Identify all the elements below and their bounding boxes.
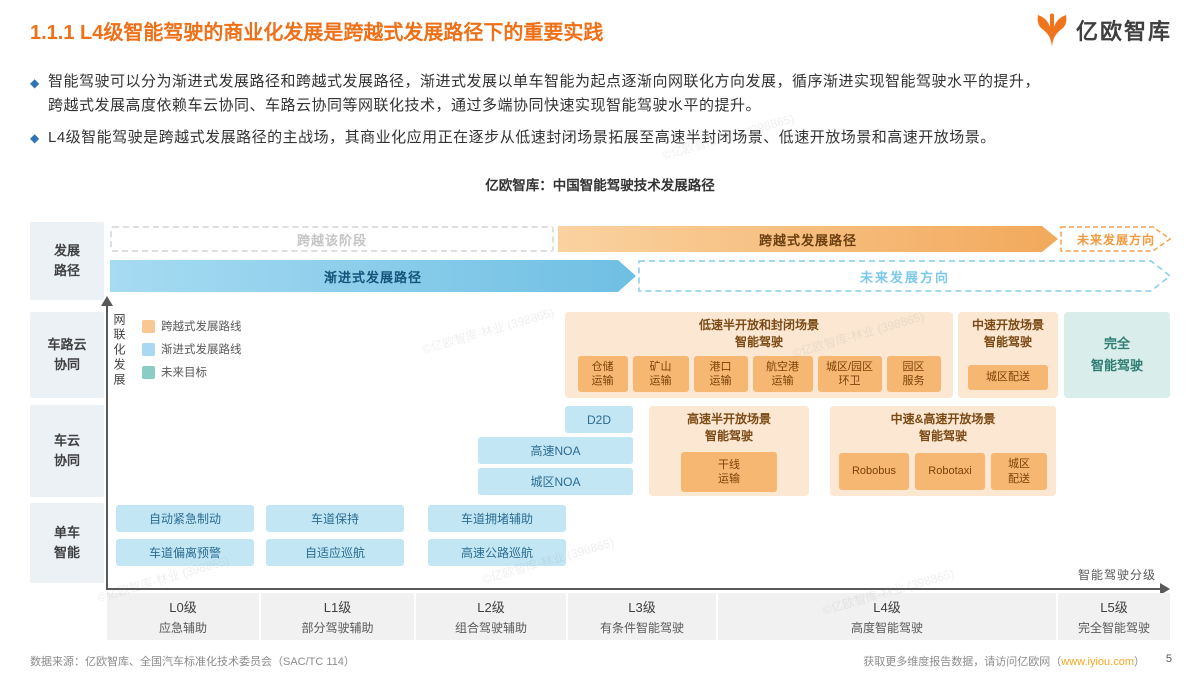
level-l0: L0级 应急辅助	[107, 593, 259, 640]
leap-future-label: 未来发展方向	[1076, 232, 1155, 247]
scenario-warehouse-transport: 仓储 运输	[577, 356, 628, 392]
d2d-box: D2D	[565, 406, 633, 433]
scenario-park-service: 园区 服务	[886, 356, 941, 392]
legend-swatch-gradual	[142, 342, 155, 356]
y-axis-label: 网联化发展	[112, 313, 126, 388]
x-axis-arrow-icon	[1160, 583, 1170, 595]
group-items: Robobus Robotaxi 城区 配送	[836, 453, 1050, 490]
level-desc: 应急辅助	[158, 621, 207, 635]
legend-label: 渐进式发展路线	[161, 344, 242, 356]
page-number: 5	[1165, 653, 1172, 665]
page-title: 1.1.1 L4级智能驾驶的商业化发展是跨越式发展路径下的重要实践	[30, 22, 604, 44]
scenario-robotaxi: Robotaxi	[915, 453, 985, 490]
level-desc: 有条件智能驾驶	[599, 621, 684, 635]
row-label-development-path: 发展 路径	[30, 222, 104, 300]
footer-link[interactable]: www.iyiou.com	[1061, 656, 1134, 668]
scenario-urban-park-sanitation: 城区/园区 环卫	[817, 356, 882, 392]
legend-label: 跨越式发展路线	[161, 321, 242, 333]
skip-stage-box: 跨越该阶段	[110, 226, 554, 252]
hwa-box: 高速公路巡航	[428, 539, 566, 566]
bullet-diamond-icon: ◆	[30, 76, 40, 90]
city-noa-box: 城区NOA	[478, 468, 633, 495]
scenario-robobus: Robobus	[839, 453, 909, 490]
footer-more: 获取更多维度报告数据，请访问亿欧网（www.iyiou.com）	[863, 653, 1145, 669]
tja-box: 车道拥堵辅助	[428, 505, 566, 532]
acc-box: 自适应巡航	[266, 539, 404, 566]
legend: 跨越式发展路线 渐进式发展路线 未来目标	[142, 318, 242, 387]
eo-logo-icon	[1037, 13, 1067, 47]
footer-more-text: 获取更多维度报告数据，请访问亿欧网（	[863, 656, 1062, 668]
level-l3: L3级 有条件智能驾驶	[568, 593, 716, 640]
legend-item-future: 未来目标	[142, 364, 242, 380]
row-label-vehicle-cloud: 车云 协同	[30, 405, 104, 497]
level-desc: 部分驾驶辅助	[301, 621, 374, 635]
scenario-port-transport: 港口 运输	[693, 356, 748, 392]
level-name: L3级	[628, 600, 656, 615]
watermark: ©亿欧智库-林业 (398865)	[420, 305, 556, 357]
legend-item-gradual: 渐进式发展路线	[142, 341, 242, 357]
bullet-diamond-icon: ◆	[30, 131, 40, 145]
legend-label: 未来目标	[161, 367, 207, 379]
lka-box: 车道保持	[266, 505, 404, 532]
group-low-speed-closed: 低速半开放和封闭场景 智能驾驶 仓储 运输 矿山 运输 港口 运输 航空港 运输…	[565, 312, 953, 398]
box-full-autonomy: 完全 智能驾驶	[1064, 312, 1170, 398]
row-label-single-vehicle: 单车 智能	[30, 503, 104, 583]
scenario-mine-transport: 矿山 运输	[632, 356, 689, 392]
logo: 亿欧智库	[1035, 12, 1172, 48]
dashed-arrow-outline	[1060, 226, 1172, 252]
legend-item-leap: 跨越式发展路线	[142, 318, 242, 334]
bullet-text-2: L4级智能驾驶是跨越式发展路径的主战场，其商业化应用正在逐步从低速封闭场景拓展至…	[48, 129, 996, 146]
group-mid-speed-open: 中速开放场景 智能驾驶 城区配送	[958, 312, 1058, 398]
chart-title: 亿欧智库：中国智能驾驶技术发展路径	[485, 178, 715, 193]
gradual-future-label: 未来发展方向	[859, 269, 950, 285]
group-mid-high-open: 中速&高速开放场景 智能驾驶 Robobus Robotaxi 城区 配送	[830, 406, 1056, 496]
highway-noa-box: 高速NOA	[478, 437, 633, 464]
level-l1: L1级 部分驾驶辅助	[261, 593, 414, 640]
group-title: 高速半开放场景 智能驾驶	[686, 412, 771, 443]
gradual-future-arrow: 未来发展方向	[638, 260, 1172, 292]
level-l4: L4级 高度智能驾驶	[718, 593, 1056, 640]
gradual-path-arrow: 渐进式发展路径	[110, 260, 636, 292]
ldw-box: 车道偏离预警	[116, 539, 254, 566]
group-title: 低速半开放和封闭场景 智能驾驶	[698, 318, 819, 349]
row-label-vehicle-road-cloud: 车路云 协同	[30, 312, 104, 398]
leap-future-arrow: 未来发展方向	[1060, 226, 1172, 252]
legend-swatch-leap	[142, 319, 155, 333]
group-title: 中速开放场景 智能驾驶	[971, 318, 1044, 349]
y-axis-line	[106, 306, 108, 589]
bullet-text-1: 智能驾驶可以分为渐进式发展路径和跨越式发展路径，渐进式发展以单车智能为起点逐渐向…	[48, 73, 1041, 114]
level-desc: 完全智能驾驶	[1077, 621, 1150, 635]
leap-path-arrow: 跨越式发展路径	[558, 226, 1058, 252]
level-l2: L2级 组合驾驶辅助	[416, 593, 566, 640]
group-highway-semi-open: 高速半开放场景 智能驾驶 干线 运输	[649, 406, 809, 496]
level-name: L2级	[477, 600, 505, 615]
footer-source: 数据来源：亿欧智库、全国汽车标准化技术委员会（SAC/TC 114）	[30, 656, 355, 668]
logo-text: 亿欧智库	[1075, 19, 1172, 44]
level-name: L5级	[1100, 600, 1128, 615]
level-name: L1级	[323, 600, 352, 615]
scenario-airport-transport: 航空港 运输	[752, 356, 813, 392]
scenario-urban-delivery: 城区 配送	[991, 453, 1047, 490]
x-axis-label: 智能驾驶分级	[1078, 568, 1157, 582]
scenario-trunk-transport: 干线 运输	[681, 452, 777, 492]
level-name: L0级	[169, 600, 197, 615]
group-items: 仓储 运输 矿山 运输 港口 运输 航空港 运输 城区/园区 环卫 园区 服务	[570, 356, 948, 392]
aeb-box: 自动紧急制动	[116, 505, 254, 532]
level-desc: 高度智能驾驶	[850, 621, 923, 635]
scenario-urban-delivery: 城区配送	[968, 365, 1048, 390]
level-l5: L5级 完全智能驾驶	[1058, 593, 1170, 640]
legend-swatch-future	[142, 365, 155, 379]
level-name: L4级	[873, 600, 901, 615]
y-axis-arrow-icon	[101, 296, 113, 306]
x-axis-line	[106, 588, 1164, 590]
group-title: 中速&高速开放场景 智能驾驶	[890, 412, 996, 443]
level-desc: 组合驾驶辅助	[454, 621, 527, 635]
footer-more-suffix: ）	[1134, 656, 1145, 668]
